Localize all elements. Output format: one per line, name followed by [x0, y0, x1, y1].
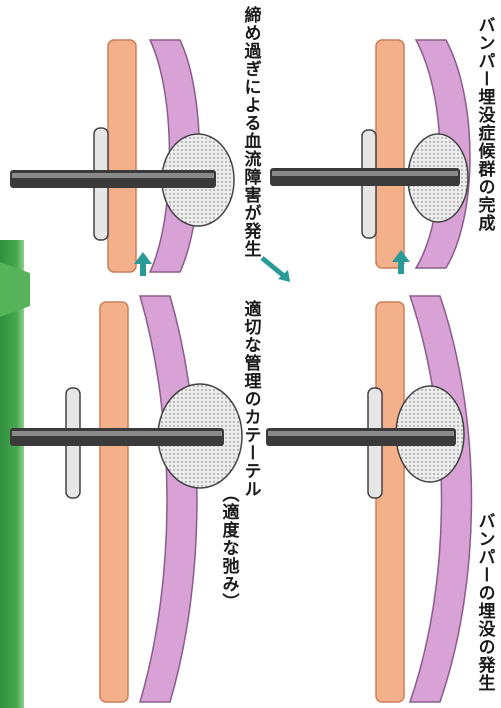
catheter-tube-highlight — [12, 431, 222, 436]
catheter-tube — [10, 428, 224, 446]
skin-layer — [100, 302, 128, 702]
panel-bottom-left — [10, 296, 242, 702]
skin-layer — [108, 40, 136, 272]
panel-top-left — [10, 40, 234, 272]
catheter-tube-highlight — [12, 173, 214, 178]
skin-layer — [376, 40, 404, 268]
label-top-right: バンパー埋没症候群の完成 — [474, 16, 494, 232]
label-bottom-right: バンパーの埋没の発生 — [474, 512, 494, 692]
label-bottom-left-sub: （適度な弛み） — [218, 485, 238, 611]
catheter-tube — [266, 428, 456, 446]
label-bottom-left: 適切な管理のカテーテル — [240, 300, 260, 498]
panel-top-right — [270, 40, 470, 268]
tissue-layer — [140, 296, 197, 702]
tissue-layer — [410, 296, 472, 702]
arrow-diagonal — [262, 258, 290, 282]
catheter-tube-highlight — [272, 171, 458, 176]
skin-layer — [376, 302, 404, 702]
label-top-left: 締め過ぎによる血流障害が発生 — [240, 6, 260, 258]
panel-bottom-right — [266, 296, 472, 702]
catheter-tube — [10, 170, 216, 188]
catheter-tube — [270, 168, 460, 186]
catheter-tube-highlight — [268, 431, 454, 436]
